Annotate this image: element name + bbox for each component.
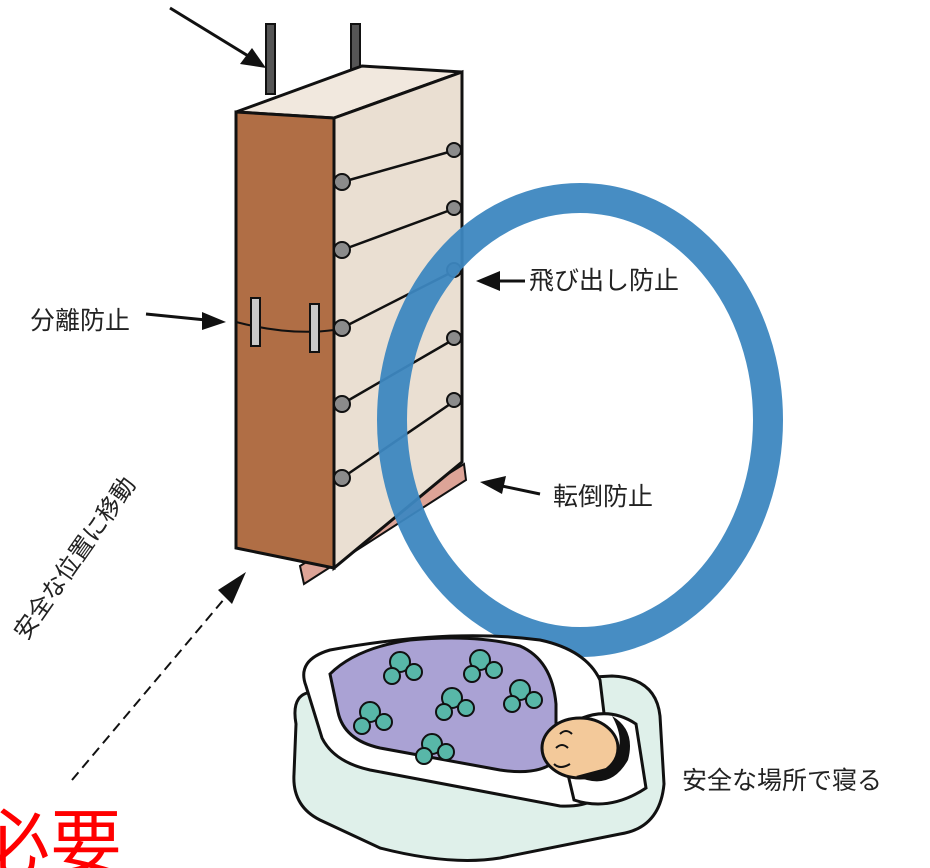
separation-arrow	[145, 312, 226, 330]
pole-pointer-arrow	[169, 6, 266, 68]
topple-arrow	[480, 476, 541, 496]
popout-prevention-label: 飛び出し防止	[529, 266, 680, 295]
topple-prevention-label: 転倒防止	[553, 482, 654, 511]
popout-arrow	[476, 271, 525, 291]
sleep-in-safe-place-label: 安全な場所で寝る	[682, 766, 883, 795]
futon-bed	[292, 634, 666, 862]
separation-prevention-label: 分離防止	[30, 306, 131, 335]
separation-brackets	[235, 297, 335, 353]
required-caption: 必要	[0, 802, 123, 868]
move-arrow	[71, 572, 246, 781]
sleeper-head	[540, 716, 630, 782]
highlight-ring	[377, 183, 783, 657]
